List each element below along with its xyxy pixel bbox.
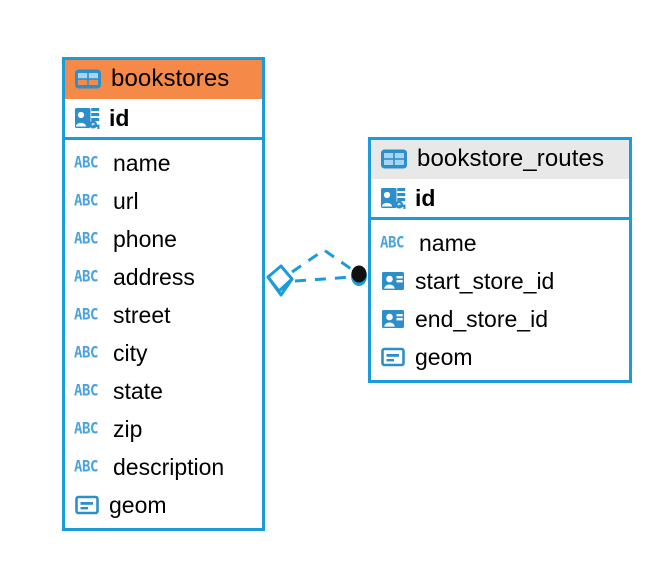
field-row-description[interactable]: ABC description [65,448,262,486]
primary-key-separator [371,217,629,220]
entity-header-bookstores[interactable]: bookstores [65,60,262,99]
field-label: end_store_id [415,306,548,332]
field-row-name[interactable]: ABC name [65,140,262,182]
geometry-icon [75,495,99,515]
field-label: description [113,454,225,480]
primary-key-icon [75,108,100,129]
abc-text-icon: ABC [74,267,99,287]
field-label: address [113,264,195,290]
primary-key-icon [381,188,406,209]
relationship-dashed-lines [291,248,355,283]
abc-text-icon: ABC [74,153,99,173]
entity-title: bookstore_routes [417,145,605,172]
field-label: url [113,188,139,214]
entity-table-bookstores[interactable]: bookstores id ABC name [62,57,265,531]
field-row-end-store-id[interactable]: end_store_id [371,300,629,338]
abc-text-icon: ABC [74,191,99,211]
table-icon [381,149,407,169]
field-label: street [113,302,171,328]
abc-text-icon: ABC [74,457,99,477]
entity-title: bookstores [111,65,230,92]
field-row-address[interactable]: ABC address [65,258,262,296]
crowsfoot-many-marker [266,264,294,297]
field-label: phone [113,226,177,252]
field-row-city[interactable]: ABC city [65,334,262,372]
foreign-key-icon [382,272,404,290]
field-row-primary-key[interactable]: id [371,179,629,217]
one-side-endpoint-marker [351,265,367,286]
table-icon [75,69,101,89]
geometry-icon [381,347,405,367]
field-row-name[interactable]: ABC name [371,220,629,262]
field-row-zip[interactable]: ABC zip [65,410,262,448]
field-label: geom [415,344,473,370]
field-label: state [113,378,163,404]
abc-text-icon: ABC [74,229,99,249]
field-row-phone[interactable]: ABC phone [65,220,262,258]
field-list-bookstore-routes: ABC name start_store_id [371,220,629,380]
field-label: id [415,185,436,211]
field-row-geom[interactable]: geom [371,338,629,380]
abc-text-icon: ABC [74,343,99,363]
field-label: start_store_id [415,268,555,294]
field-row-url[interactable]: ABC url [65,182,262,220]
field-row-geom[interactable]: geom [65,486,262,528]
field-row-primary-key[interactable]: id [65,99,262,137]
foreign-key-icon [382,310,404,328]
entity-header-bookstore-routes[interactable]: bookstore_routes [371,140,629,179]
field-row-state[interactable]: ABC state [65,372,262,410]
abc-text-icon: ABC [74,381,99,401]
field-label: geom [109,492,167,518]
field-label: name [113,150,171,176]
field-label: city [113,340,148,366]
field-label: id [109,105,130,131]
field-list-bookstores: ABC name ABC url ABC phone ABC address A… [65,140,262,528]
abc-text-icon: ABC [74,419,99,439]
primary-key-separator [65,137,262,140]
abc-text-icon: ABC [380,233,405,253]
field-row-start-store-id[interactable]: start_store_id [371,262,629,300]
field-label: name [419,230,477,256]
field-label: zip [113,416,143,442]
entity-table-bookstore-routes[interactable]: bookstore_routes id ABC name [368,137,632,383]
abc-text-icon: ABC [74,305,99,325]
field-row-street[interactable]: ABC street [65,296,262,334]
